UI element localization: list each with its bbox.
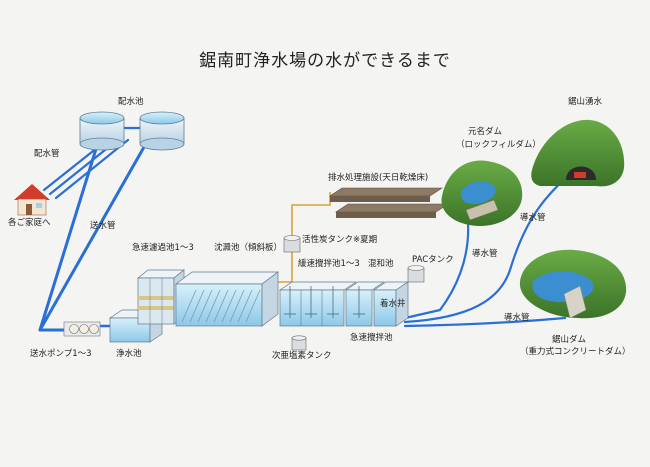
tank-icon: [79, 111, 125, 151]
label-drainage-facility: 排水処理施設(天日乾燥床): [328, 173, 429, 183]
label-mixing: 混和池: [368, 259, 394, 269]
tank-icon: [407, 265, 425, 283]
dam-lake: [460, 181, 496, 204]
conduit-pipe-motona: [403, 220, 470, 320]
transmission-pumps: [63, 321, 101, 337]
label-rapid-filter: 急速濾過池1～3: [132, 243, 194, 253]
conduit-pipe-nokogiriyama: [403, 316, 567, 328]
label-distribution-pipe: 配水管: [34, 149, 60, 159]
label-rapid-mixing: 急速攪拌池: [350, 333, 393, 343]
label-conduit-2: 導水管: [520, 213, 546, 223]
label-nokogiriyama-dam-type: （重力式コンクリートダム）: [520, 347, 631, 357]
label-slow-mixing: 緩速攪拌池1～3: [298, 259, 360, 269]
mountain-icon: [441, 160, 523, 226]
page-title: 鋸南町浄水場の水ができるまで: [199, 51, 451, 71]
transmission-pipe-line: [38, 138, 150, 332]
label-nokogiriyama-dam: 鋸山ダム: [552, 335, 587, 345]
distribution-reservoirs: [79, 111, 185, 151]
tank-icon: [283, 235, 301, 253]
slow-mixing-basins: [278, 281, 358, 327]
mountain-icon: [519, 249, 627, 319]
mountain-icon: [531, 119, 625, 187]
receiving-well: [372, 281, 410, 327]
label-hypochlorite-tank: 次亜塩素タンク: [272, 351, 332, 361]
label-sedimentation: 沈澱池（傾斜板）: [214, 243, 283, 253]
label-transmission-pumps: 送水ポンプ1～3: [30, 349, 92, 359]
label-motona-dam-type: （ロックフィルダム）: [456, 140, 541, 150]
house-icon: [14, 184, 50, 216]
tank-icon: [291, 335, 307, 351]
label-spring: 鋸山湧水: [568, 97, 603, 107]
sedimentation-basin: [174, 271, 280, 327]
dam-icon: [563, 285, 587, 319]
label-activated-carbon: 活性炭タンク※夏期: [302, 235, 378, 245]
label-motona-dam: 元名ダム: [468, 127, 503, 137]
label-transmission-pipe: 送水管: [90, 221, 116, 231]
dam-icon: [465, 199, 499, 221]
label-distribution-reservoir: 配水池: [118, 97, 144, 107]
tank-icon: [139, 111, 185, 151]
label-conduit-3: 導水管: [504, 313, 530, 323]
label-receiving-well: 着水井: [380, 299, 406, 309]
distribution-pipe-line: [54, 138, 130, 200]
pipes: [38, 126, 577, 332]
mixing-basin: [344, 281, 386, 327]
transmission-pipe-line: [38, 134, 102, 332]
label-clear-water-reservoir: 浄水池: [116, 349, 142, 359]
conduit-pipe-spring: [403, 168, 577, 324]
label-conduit-1: 導水管: [472, 249, 498, 259]
drainage-facility: [329, 187, 449, 218]
label-households: 各ご家庭へ: [8, 218, 51, 228]
label-pac-tank: PACタンク: [412, 255, 454, 265]
tunnel-icon: [566, 166, 596, 180]
